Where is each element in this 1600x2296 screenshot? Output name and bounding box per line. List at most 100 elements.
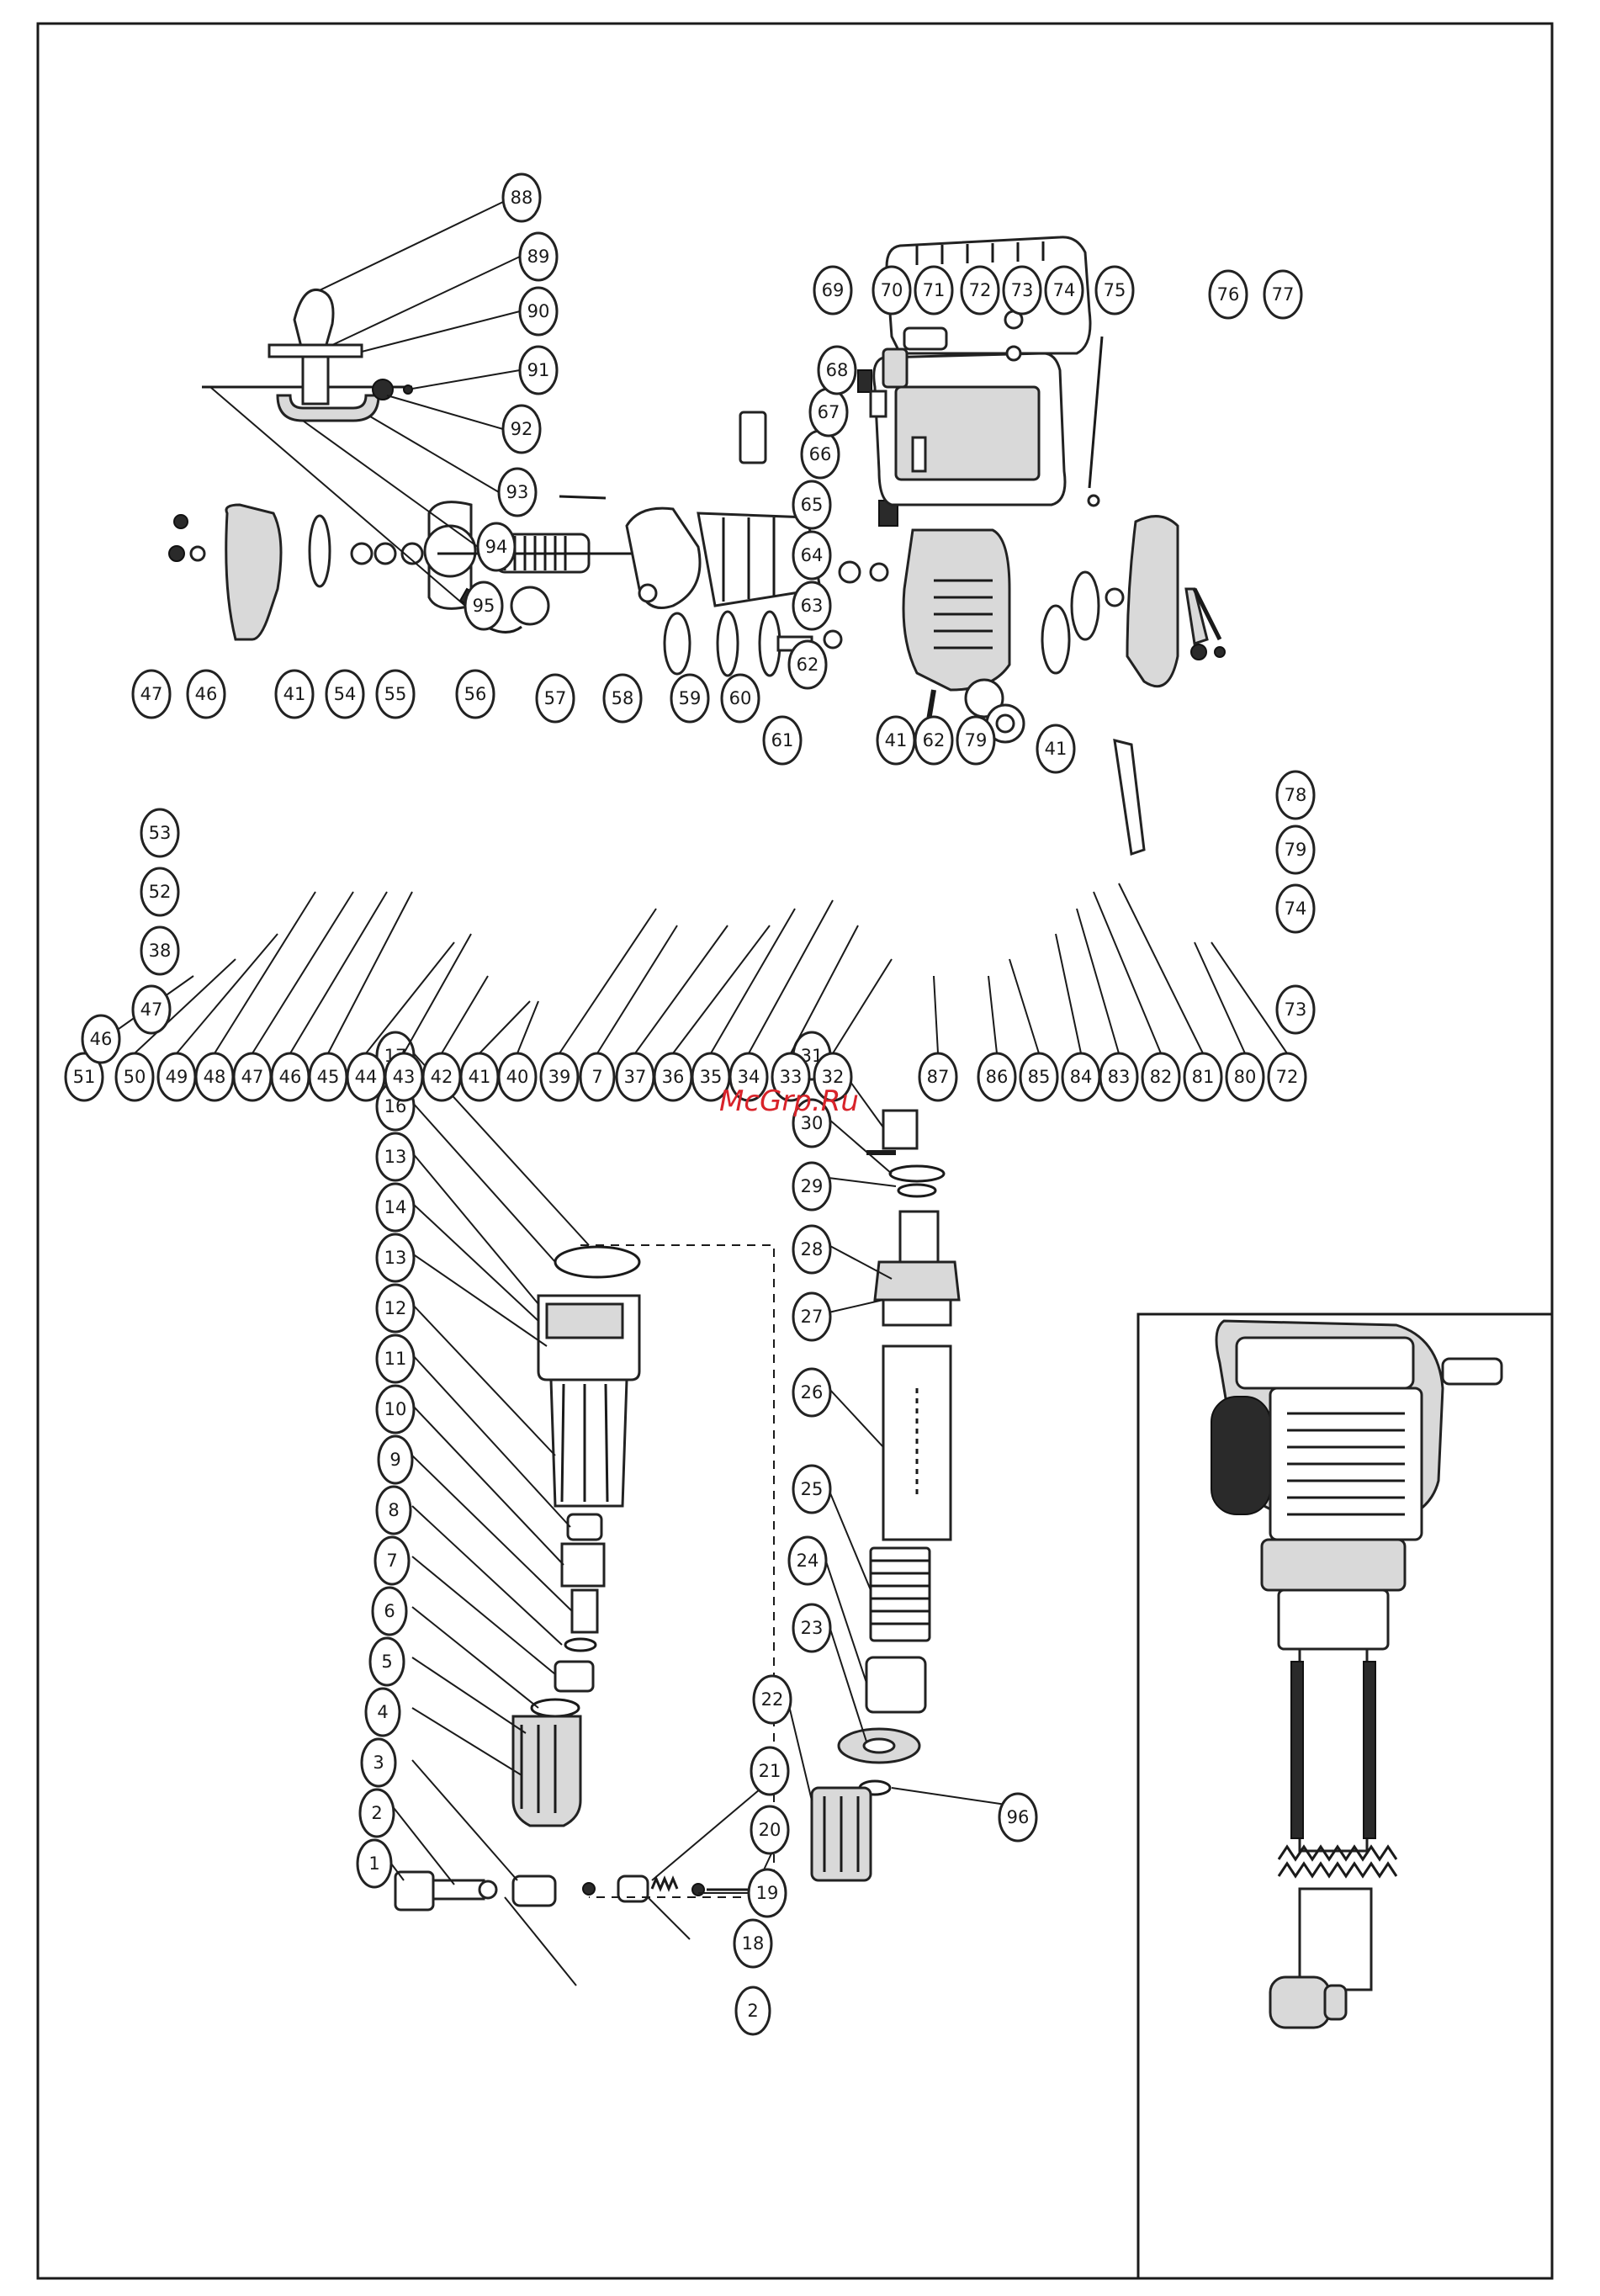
- callout-row-7: 7: [579, 1052, 616, 1102]
- svg-text:70: 70: [881, 280, 903, 300]
- svg-text:49: 49: [166, 1067, 188, 1087]
- svg-text:38: 38: [149, 941, 172, 961]
- callout-79: 79: [956, 715, 996, 766]
- callout-41-top: 41: [274, 669, 315, 719]
- callout-2b: 2: [734, 1986, 771, 2036]
- callout-13b: 13: [375, 1132, 416, 1182]
- part-callouts: 1 2 3 4 5 6 7 8 9 10 11 12 13 14 13 16 1…: [64, 172, 1316, 2036]
- callout-76: 76: [1208, 269, 1248, 320]
- svg-text:82: 82: [1150, 1067, 1173, 1087]
- svg-text:3: 3: [373, 1752, 384, 1773]
- callout-78: 78: [1275, 770, 1316, 820]
- svg-text:51: 51: [73, 1067, 96, 1087]
- callout-53: 53: [140, 808, 180, 858]
- callout-28: 28: [792, 1224, 832, 1275]
- svg-text:30: 30: [801, 1113, 824, 1133]
- svg-text:7: 7: [386, 1551, 397, 1571]
- assembled-tool-illustration: [1211, 1319, 1503, 2029]
- callout-93: 93: [497, 467, 538, 517]
- svg-text:14: 14: [384, 1197, 407, 1217]
- callout-73: 73: [1002, 265, 1042, 316]
- svg-text:61: 61: [771, 730, 794, 750]
- callout-41b: 41: [876, 715, 916, 766]
- callout-90: 90: [518, 286, 559, 337]
- callout-68: 68: [817, 345, 857, 395]
- svg-text:60: 60: [729, 688, 752, 708]
- callout-row-44: 44: [346, 1052, 386, 1102]
- svg-text:41: 41: [885, 730, 908, 750]
- callout-57: 57: [535, 673, 575, 724]
- callout-row-36: 36: [653, 1052, 693, 1102]
- motor-and-gear-housing-row: [168, 494, 1226, 744]
- callout-59: 59: [670, 673, 710, 724]
- svg-text:56: 56: [464, 684, 487, 704]
- svg-text:54: 54: [334, 684, 357, 704]
- svg-text:93: 93: [506, 482, 529, 502]
- callout-10: 10: [375, 1384, 416, 1434]
- svg-text:46: 46: [195, 684, 218, 704]
- svg-text:5: 5: [381, 1652, 392, 1672]
- callout-18: 18: [733, 1918, 773, 1969]
- callout-6: 6: [371, 1586, 408, 1636]
- svg-text:90: 90: [527, 301, 550, 321]
- svg-text:72: 72: [969, 280, 992, 300]
- svg-text:76: 76: [1217, 284, 1240, 305]
- callout-row-33: 33: [771, 1052, 811, 1102]
- callout-52: 52: [140, 867, 180, 917]
- callout-95: 95: [464, 581, 504, 631]
- callout-79b: 79: [1275, 825, 1316, 875]
- callout-row-82: 82: [1141, 1052, 1181, 1102]
- callout-72: 72: [960, 265, 1000, 316]
- callout-30: 30: [792, 1098, 832, 1148]
- side-handle-assembly: [202, 288, 413, 422]
- callout-29: 29: [792, 1161, 832, 1212]
- callout-19: 19: [747, 1868, 787, 1918]
- svg-text:58: 58: [612, 688, 634, 708]
- callout-54: 54: [325, 669, 365, 719]
- callout-row-35: 35: [691, 1052, 731, 1102]
- svg-text:47: 47: [241, 1067, 264, 1087]
- svg-text:68: 68: [826, 360, 849, 380]
- watermark: McGrp.Ru: [719, 1084, 859, 1118]
- svg-text:21: 21: [759, 1761, 781, 1781]
- svg-text:41: 41: [1045, 739, 1068, 759]
- svg-text:92: 92: [511, 419, 533, 439]
- callout-row-40: 40: [497, 1052, 538, 1102]
- svg-text:85: 85: [1028, 1067, 1051, 1087]
- callout-row-50: 50: [114, 1052, 155, 1102]
- svg-text:11: 11: [384, 1349, 407, 1369]
- page-frame: [36, 22, 1554, 2280]
- callout-75: 75: [1094, 265, 1135, 316]
- svg-text:6: 6: [384, 1601, 395, 1621]
- svg-text:26: 26: [801, 1382, 824, 1403]
- callout-56: 56: [455, 669, 495, 719]
- svg-text:43: 43: [393, 1067, 416, 1087]
- svg-text:53: 53: [149, 823, 172, 843]
- svg-text:8: 8: [388, 1500, 399, 1520]
- callout-9: 9: [377, 1434, 414, 1485]
- svg-text:50: 50: [124, 1067, 146, 1087]
- callout-47-lower: 47: [131, 984, 172, 1035]
- callout-71: 71: [914, 265, 954, 316]
- callout-7: 7: [374, 1535, 411, 1586]
- svg-text:25: 25: [801, 1479, 824, 1499]
- svg-text:41: 41: [283, 684, 306, 704]
- svg-text:79: 79: [965, 730, 988, 750]
- svg-text:36: 36: [662, 1067, 685, 1087]
- svg-text:45: 45: [317, 1067, 340, 1087]
- callout-row-43: 43: [384, 1052, 424, 1102]
- svg-text:87: 87: [927, 1067, 950, 1087]
- callout-22: 22: [752, 1674, 792, 1725]
- callout-67: 67: [808, 387, 849, 437]
- callout-27: 27: [792, 1291, 832, 1342]
- callout-62: 62: [787, 639, 828, 690]
- callout-row-46: 46: [270, 1052, 310, 1102]
- callout-69: 69: [813, 265, 853, 316]
- callout-70: 70: [872, 265, 912, 316]
- callout-row-34: 34: [728, 1052, 769, 1102]
- svg-text:10: 10: [384, 1399, 407, 1419]
- svg-text:74: 74: [1285, 899, 1307, 919]
- assembled-view-frame: [1136, 1312, 1554, 2280]
- callout-62b: 62: [914, 715, 954, 766]
- svg-text:32: 32: [822, 1067, 845, 1087]
